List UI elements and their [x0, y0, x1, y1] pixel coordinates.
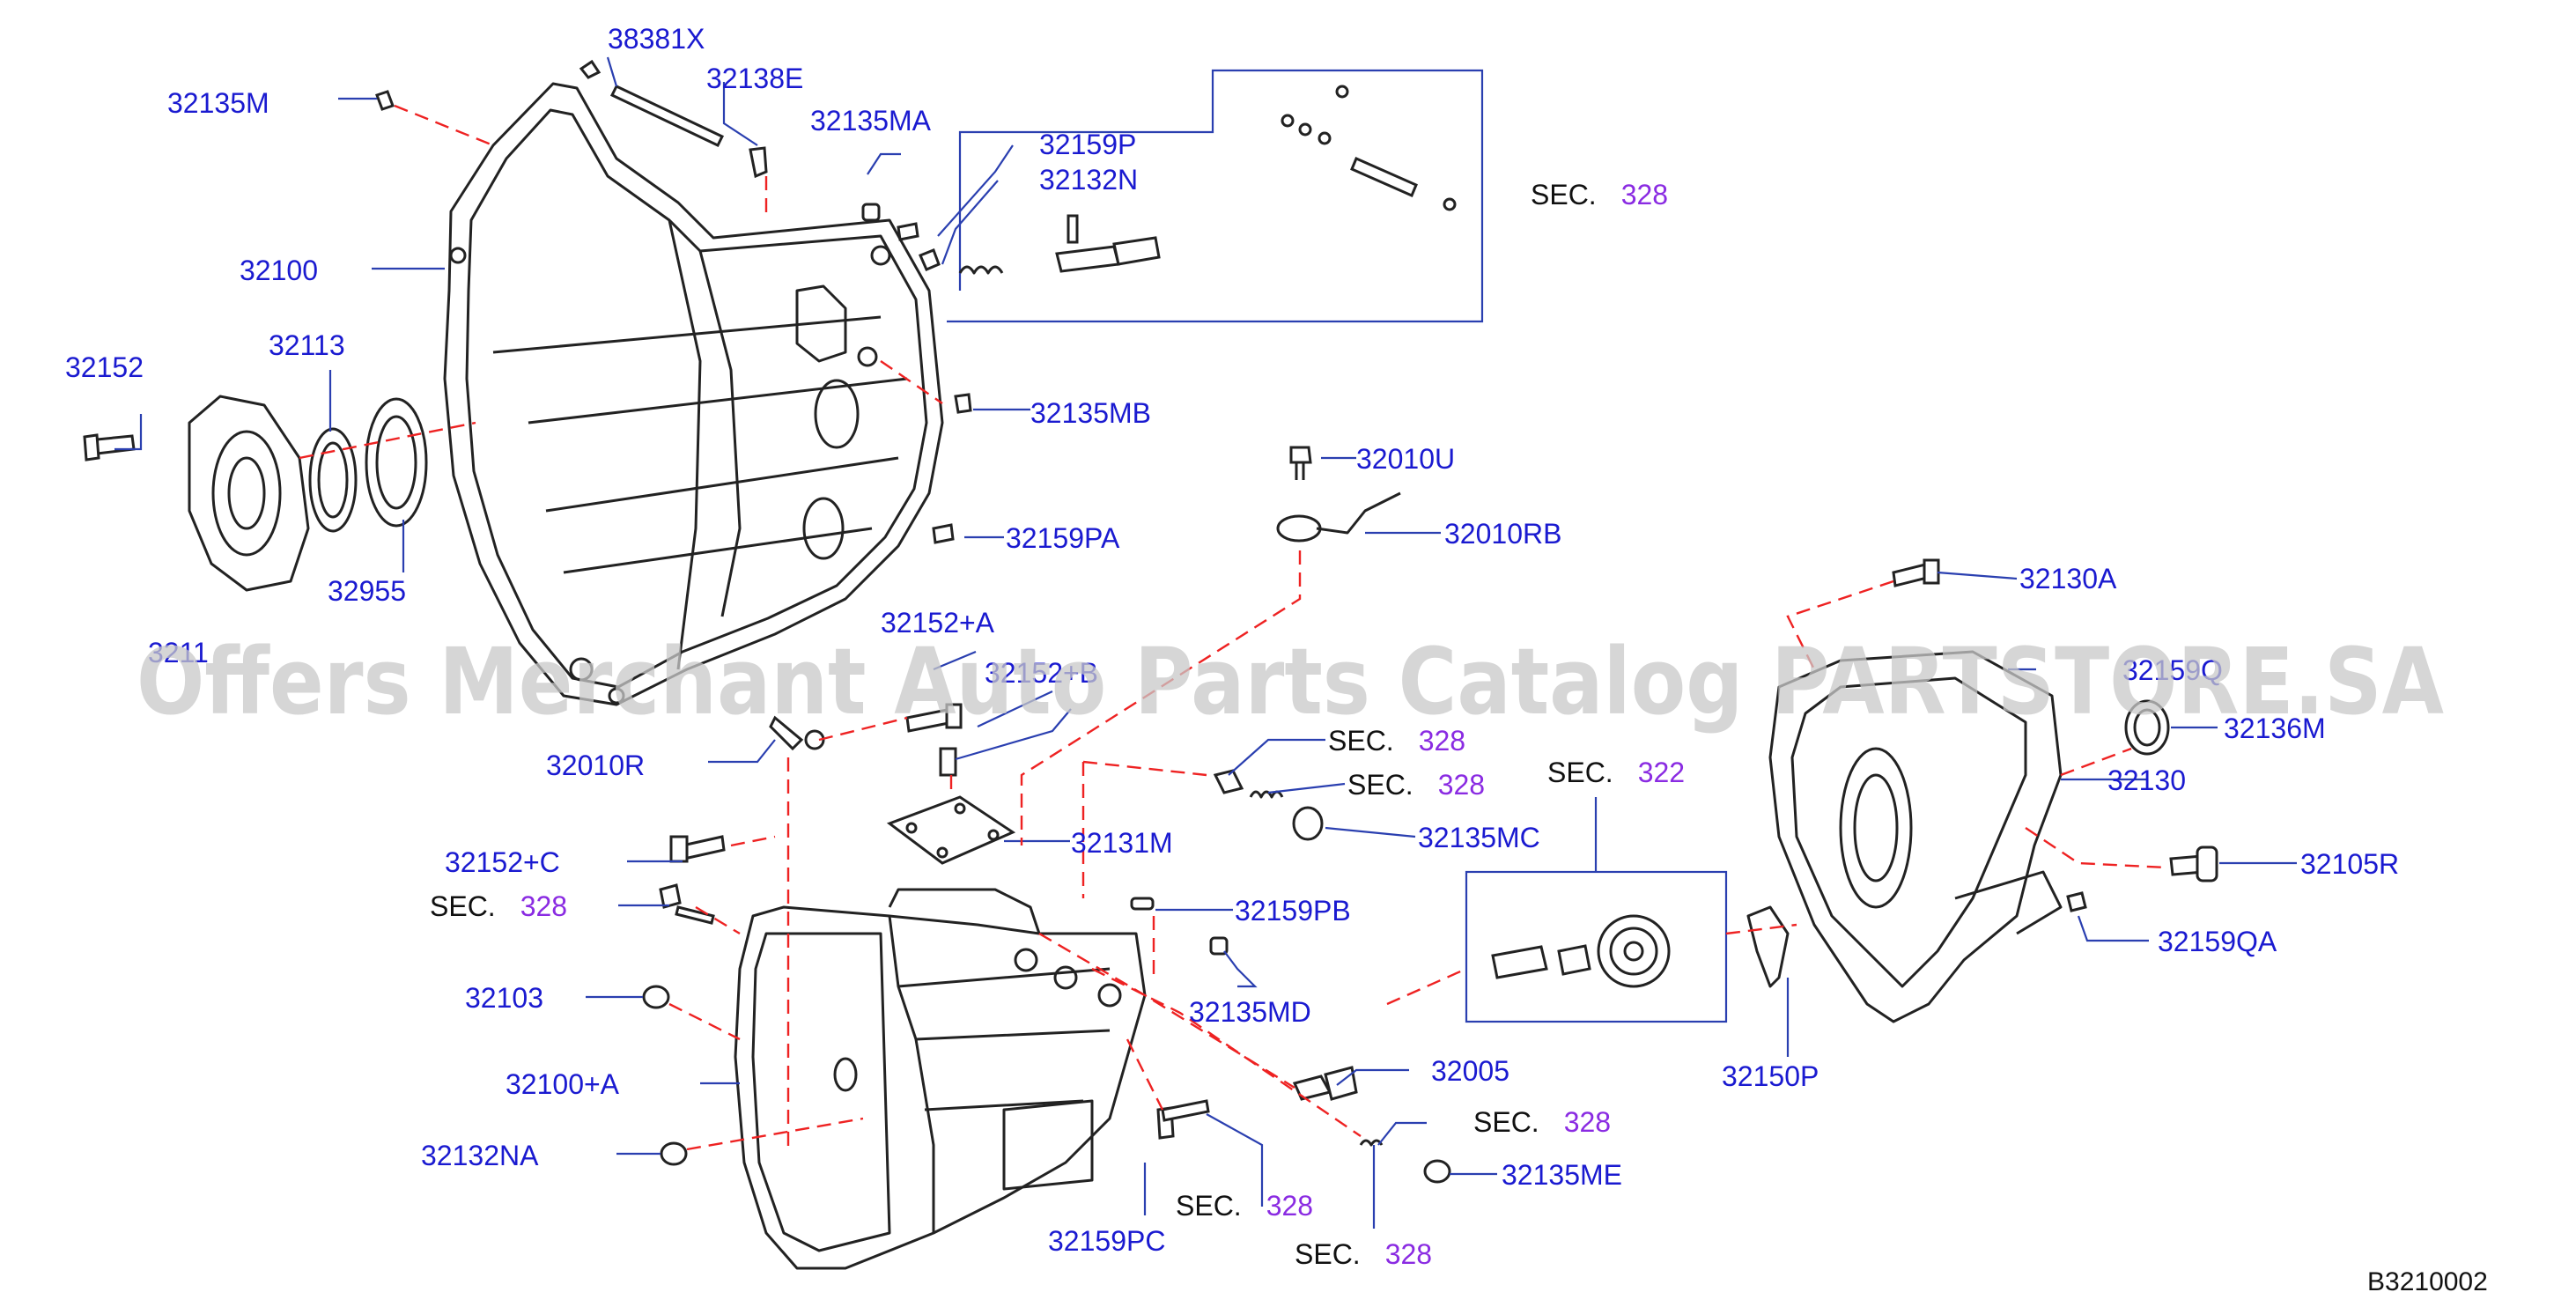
mid-bolts [769, 703, 963, 777]
label-32135MC: 32135MC [1418, 822, 1540, 853]
label-32010U: 32010U [1356, 443, 1455, 475]
label-32136M: 32136M [2224, 713, 2326, 744]
label-32103: 32103 [465, 982, 543, 1014]
label-32131M: 32131M [1071, 827, 1173, 859]
lower-small-parts [642, 769, 1451, 1184]
sec-ref-upper-2: SEC.328 [1347, 769, 1485, 801]
label-32159Q: 32159Q [2122, 654, 2223, 686]
sec-ref-left: SEC.328 [430, 890, 567, 922]
leader-lines [114, 56, 2297, 1229]
label-32130: 32130 [2107, 764, 2186, 796]
label-32105R: 32105R [2300, 848, 2399, 880]
sec-328-inset-top [947, 69, 1484, 323]
sec-ref-top: SEC.328 [1531, 179, 1668, 210]
label-32135ME: 32135ME [1502, 1159, 1622, 1191]
cover-plate-32131M [886, 795, 1016, 865]
left-flange-assembly [83, 395, 428, 592]
label-32150P: 32150P [1722, 1060, 1819, 1092]
label-32100: 32100 [240, 255, 318, 286]
label-32159QA: 32159QA [2158, 926, 2277, 957]
sec-ref-lower-1: SEC.328 [1176, 1190, 1313, 1222]
label-32010R: 32010R [546, 749, 645, 781]
label-32010RB: 32010RB [1444, 518, 1561, 550]
label-32135MA: 32135MA [810, 105, 932, 137]
dashed-assembly-lines [299, 104, 2167, 1154]
sec-322-inset [1465, 797, 1728, 1023]
label-32113: 32113 [269, 329, 345, 361]
label-32005: 32005 [1431, 1055, 1509, 1087]
label-32132NA: 32132NA [421, 1140, 539, 1171]
clutch-housing-32100 [443, 82, 944, 706]
label-3211x: 3211 [148, 637, 209, 668]
sensor-32010 [1276, 446, 1401, 543]
label-38381X: 38381X [608, 23, 705, 55]
top-small-parts [375, 59, 972, 544]
watermark: Offers Merchant Auto Parts Catalog PARTS… [137, 628, 2444, 735]
section-references: SEC.328 SEC.328 SEC.328 SEC.322 SEC.328 … [430, 179, 1685, 1270]
label-32152: 32152 [65, 351, 144, 383]
label-32138E: 32138E [706, 63, 803, 94]
sec-ref-upper-1: SEC.328 [1328, 725, 1465, 757]
label-32132N: 32132N [1039, 164, 1138, 196]
label-32135M: 32135M [167, 87, 269, 119]
sec-ref-lower-2: SEC.328 [1295, 1238, 1432, 1270]
label-32955: 32955 [328, 575, 406, 607]
label-32152-C: 32152+C [445, 846, 560, 878]
extension-housing-32130 [1746, 558, 2218, 1023]
diagram-code: B3210002 [2367, 1267, 2488, 1296]
label-32135MB: 32135MB [1030, 397, 1151, 429]
sec-ref-lower-right: SEC.328 [1473, 1106, 1611, 1138]
label-32159PA: 32159PA [1006, 522, 1120, 554]
label-32135MD: 32135MD [1189, 996, 1311, 1028]
label-32152-A: 32152+A [881, 607, 995, 639]
sec-ref-322: SEC.322 [1547, 757, 1685, 788]
transfer-case-32100A [734, 888, 1147, 1270]
part-labels: 32135M 38381X 32138E 32135MA 32159P 3213… [65, 23, 2399, 1257]
label-32100-A: 32100+A [506, 1068, 620, 1100]
label-32159PC: 32159PC [1048, 1225, 1165, 1257]
label-32159PB: 32159PB [1235, 895, 1351, 927]
label-32152-B: 32152+B [985, 657, 1098, 689]
label-32130A: 32130A [2019, 563, 2117, 594]
label-32159P: 32159P [1039, 129, 1136, 160]
